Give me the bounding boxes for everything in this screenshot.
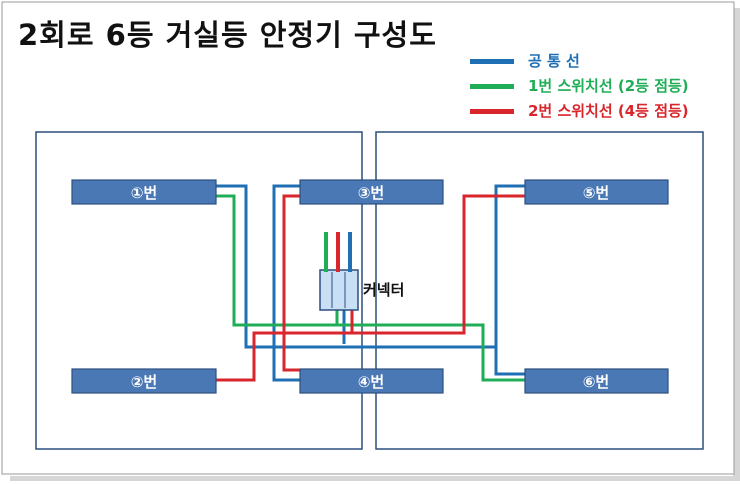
lamp-4: ④번 (299, 368, 444, 394)
switch2-wires (216, 194, 525, 382)
frame-shadow-right (733, 8, 740, 481)
legend-item-common: 공 통 선 (470, 52, 730, 70)
panel-right (375, 131, 704, 450)
wire-common-lamp5 (494, 184, 525, 347)
lamps: ①번 ②번 ③번 ④번 ⑤번 ⑥번 (71, 179, 669, 394)
legend-swatch-switch1 (470, 84, 514, 89)
legend-label-switch2: 2번 스위치선 (4등 점등) (528, 102, 689, 120)
legend-swatch-switch2 (470, 109, 514, 114)
lamp-6: ⑥번 (524, 368, 669, 394)
lamp-3: ③번 (299, 179, 444, 205)
connector-block: 커넥터 (319, 232, 404, 311)
outer-frame (1, 1, 735, 475)
lamp-4-label: ④번 (358, 373, 385, 391)
legend-item-switch2: 2번 스위치선 (4등 점등) (470, 102, 730, 120)
legend-item-switch1: 1번 스위치선 (2등 점등) (470, 77, 730, 95)
frame-shadow-bottom (10, 476, 738, 481)
legend-swatch-common (470, 59, 514, 64)
wire-switch2-connector (284, 300, 354, 335)
lamp-5: ⑤번 (524, 179, 669, 205)
wire-switch2-lamps-3-4 (282, 194, 300, 372)
wire-common-lamp1 (216, 184, 344, 349)
lamp-2: ②번 (71, 368, 217, 394)
lamp-5-label: ⑤번 (583, 184, 610, 202)
legend-label-switch1: 1번 스위치선 (2등 점등) (528, 77, 689, 95)
panel-left (35, 131, 363, 450)
diagram-title: 2회로 6등 거실등 안정기 구성도 (18, 18, 437, 52)
lamp-1: ①번 (71, 179, 217, 205)
lamp-2-label: ②번 (131, 373, 158, 391)
lamp-3-label: ③번 (358, 184, 385, 202)
wire-switch1-lamps-1-6 (216, 194, 525, 382)
wire-common-lamp6 (344, 345, 525, 376)
wire-switch2-lamps-2-5 (216, 194, 525, 382)
connector-label: 커넥터 (363, 281, 404, 299)
lamp-1-label: ①번 (131, 184, 158, 202)
common-wires (216, 184, 525, 382)
connector-body (319, 269, 359, 311)
lamp-6-label: ⑥번 (583, 373, 610, 391)
legend-label-common: 공 통 선 (528, 52, 580, 70)
wire-common-lamp3-4 (272, 184, 300, 382)
